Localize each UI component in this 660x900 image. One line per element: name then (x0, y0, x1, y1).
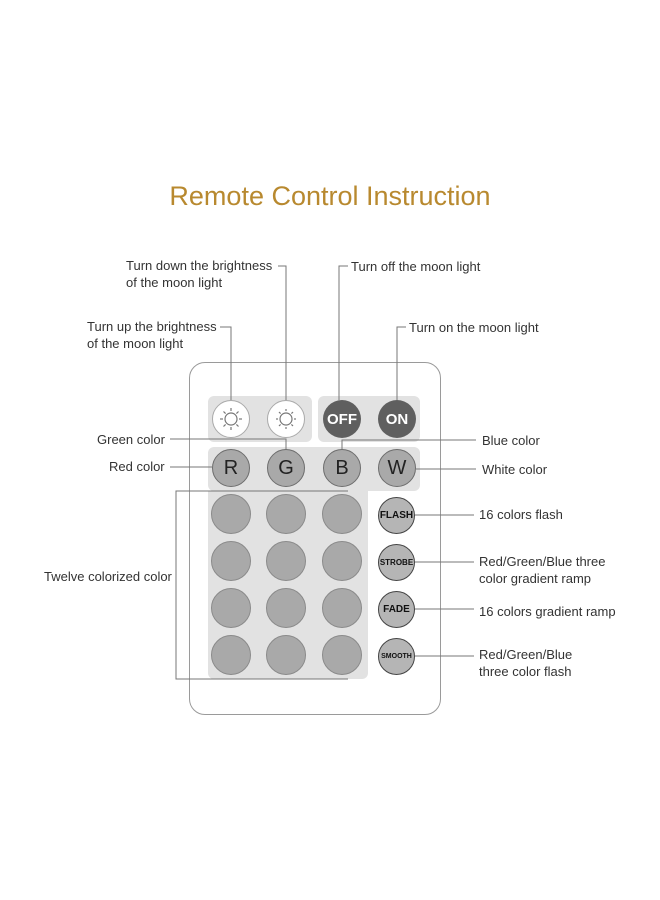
color-button-1[interactable] (211, 494, 251, 534)
brightness-up-label: Turn up the brightness of the moon light (87, 318, 217, 352)
white-label: White color (482, 462, 548, 477)
fade-button[interactable]: FADE (378, 591, 415, 628)
brightness-down-label: Turn down the brightness of the moon lig… (126, 257, 272, 291)
color-button-8[interactable] (266, 588, 306, 628)
green-button[interactable]: G (267, 449, 305, 487)
color-button-6[interactable] (322, 541, 362, 581)
color-button-2[interactable] (266, 494, 306, 534)
smooth-button[interactable]: SMOOTH (378, 638, 415, 675)
twelve-colors-label: Twelve colorized color (44, 569, 172, 584)
smooth-line-1: Red/Green/Blue (479, 647, 573, 662)
color-button-4[interactable] (211, 541, 251, 581)
color-button-11[interactable] (266, 635, 306, 675)
brightness-down-line-2: of the moon light (126, 275, 223, 290)
color-button-12[interactable] (322, 635, 362, 675)
blue-button[interactable]: B (323, 449, 361, 487)
green-leader (170, 438, 287, 449)
brightness-up-button[interactable] (212, 400, 250, 438)
strobe-button[interactable]: STROBE (378, 544, 415, 581)
red-button[interactable]: R (212, 449, 250, 487)
red-label: Red color (109, 459, 165, 474)
color-button-10[interactable] (211, 635, 251, 675)
brightness-up-line-1: Turn up the brightness (87, 319, 217, 334)
flash-button[interactable]: FLASH (378, 497, 415, 534)
color-button-7[interactable] (211, 588, 251, 628)
color-button-9[interactable] (322, 588, 362, 628)
brightness-up-line-2: of the moon light (87, 336, 184, 351)
smooth-line-2: three color flash (479, 664, 572, 679)
blue-leader (341, 439, 476, 449)
on-leader (396, 326, 406, 400)
smooth-label: Red/Green/Blue three color flash (479, 646, 572, 680)
white-button[interactable]: W (378, 449, 416, 487)
brightness-down-button[interactable] (267, 400, 305, 438)
color-button-3[interactable] (322, 494, 362, 534)
twelve-colors-bracket (175, 490, 348, 680)
brightness-down-line-1: Turn down the brightness (126, 258, 273, 273)
flash-label: 16 colors flash (479, 507, 563, 522)
sun-icon (220, 408, 242, 430)
fade-label: 16 colors gradient ramp (479, 604, 616, 619)
strobe-line-1: Red/Green/Blue three (479, 554, 606, 569)
sun-icon (276, 409, 296, 429)
on-button[interactable]: ON (378, 400, 416, 438)
off-label: Turn off the moon light (351, 259, 481, 274)
green-label: Green color (97, 432, 165, 447)
blue-label: Blue color (482, 433, 540, 448)
brightness-up-leader (220, 326, 232, 400)
strobe-label: Red/Green/Blue three color gradient ramp (479, 553, 605, 587)
off-button[interactable]: OFF (323, 400, 361, 438)
strobe-line-2: color gradient ramp (479, 571, 591, 586)
on-label: Turn on the moon light (409, 320, 539, 335)
off-leader (338, 265, 348, 400)
brightness-down-leader (278, 265, 287, 400)
color-button-5[interactable] (266, 541, 306, 581)
page-title: Remote Control Instruction (169, 181, 491, 211)
